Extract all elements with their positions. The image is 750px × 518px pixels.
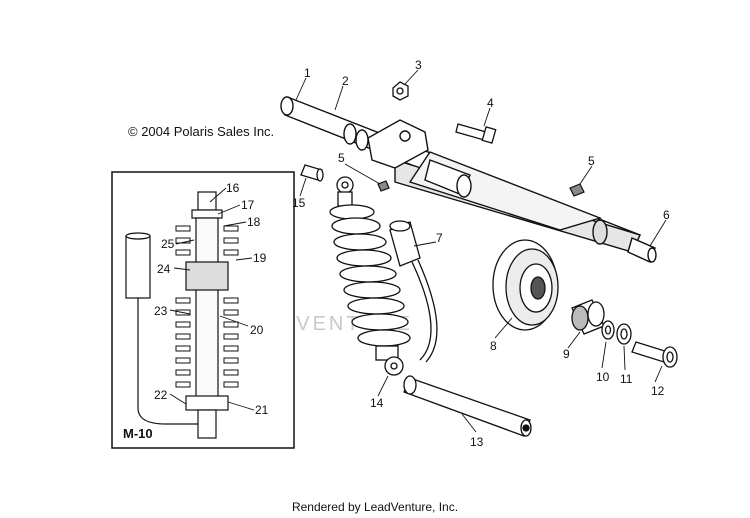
spacer-part-9 (571, 299, 605, 335)
callout-13: 13 (470, 435, 484, 449)
callout-11: 11 (620, 372, 633, 386)
callout-10: 10 (596, 370, 610, 384)
callout-2: 2 (342, 74, 349, 88)
callout-19: 19 (253, 251, 267, 265)
callout-3: 3 (415, 58, 422, 72)
callout-18: 18 (247, 215, 261, 229)
bolt-part-12 (631, 341, 678, 368)
callout-9: 9 (563, 347, 570, 361)
front-arm-assembly (280, 96, 657, 263)
inset-label: M-10 (123, 426, 153, 441)
callout-22: 22 (154, 388, 168, 402)
idler-wheel-part-8 (492, 239, 559, 331)
washer-part-10 (601, 320, 615, 340)
inset-cutaway-panel: M-10 (111, 171, 295, 449)
callout-25: 25 (161, 237, 175, 251)
callout-4: 4 (487, 96, 494, 110)
leader-lines (169, 69, 667, 433)
bolt-part-4 (455, 123, 497, 144)
callout-21: 21 (255, 403, 269, 417)
callout-5-left: 5 (338, 151, 345, 165)
callout-labels: 1 2 3 4 5 5 6 7 8 9 10 11 12 13 14 15 16… (154, 58, 670, 449)
callout-24: 24 (157, 262, 171, 276)
copyright-notice: © 2004 Polaris Sales Inc. (128, 124, 275, 139)
callout-7: 7 (436, 231, 443, 245)
callout-15: 15 (292, 196, 306, 210)
callout-12: 12 (651, 384, 665, 398)
callout-5-right: 5 (588, 154, 595, 168)
callout-16: 16 (226, 181, 240, 195)
washer-part-11 (616, 323, 632, 345)
nut-part-3 (392, 81, 409, 101)
callout-20: 20 (250, 323, 264, 337)
callout-17: 17 (241, 198, 255, 212)
callout-8: 8 (490, 339, 497, 353)
screw-part-5-left (377, 180, 390, 192)
callout-6: 6 (663, 208, 670, 222)
callout-23: 23 (154, 304, 168, 318)
callout-1: 1 (304, 66, 311, 80)
shock-spring-assembly (329, 176, 438, 376)
bushing-part-15 (300, 164, 324, 182)
rod-part-13 (403, 375, 532, 437)
screw-part-5-right (569, 183, 585, 197)
footer-credit: Rendered by LeadVenture, Inc. (291, 500, 459, 514)
callout-14: 14 (370, 396, 384, 410)
